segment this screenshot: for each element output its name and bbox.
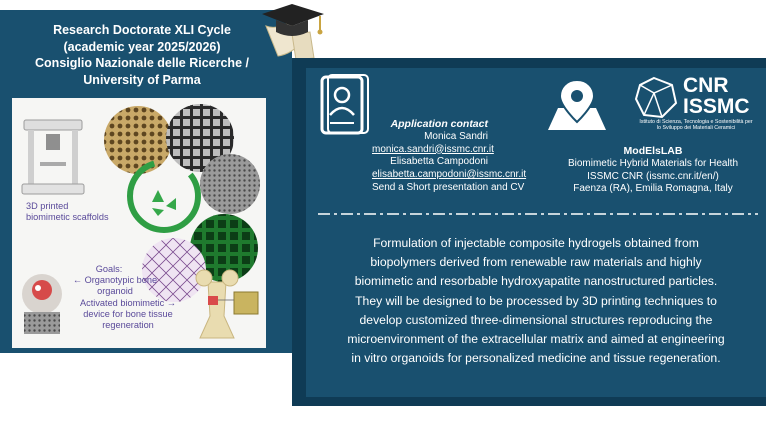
label-line: regeneration [102,320,154,330]
title-line: (academic year 2025/2026) [63,39,221,54]
label-line: Activated biomimetic → [80,298,176,308]
logo-line: ISSMC [683,95,750,118]
title-line: Research Doctorate XLI Cycle [53,23,231,37]
band-left-edge [292,58,306,397]
application-contact: Application contact Monica Sandri monica… [372,118,527,195]
title-line: University of Parma [83,72,201,87]
scaffold-label: 3D printed biomimetic scaffolds [26,201,109,223]
label-line: 3D printed [26,201,69,211]
description-line: biomimetic and resorbable hydroxyapatite… [354,274,718,289]
lab-line: ISSMC CNR (issmc.cnr.it/en/) [587,170,719,182]
label-line: ← Organotypic bone [72,275,158,285]
title-line: Consiglio Nazionale delle Ricerche / [35,56,249,70]
description-line: in vitro organoids for personalized medi… [351,351,721,366]
lab-name: ModElsLAB [623,145,683,157]
graduation-cap-icon [262,4,324,61]
cnr-logo-subtitle: Istituto di Scienza, Tecnologia e Sosten… [639,119,753,132]
right-panel [306,68,766,397]
contact-name: Elisabetta Campodoni [390,156,488,168]
band-top-edge [292,58,766,68]
description-line: Formulation of injectable composite hydr… [373,236,699,250]
contact-name: Monica Sandri [424,130,488,142]
contact-heading: Application contact [390,118,488,130]
description-line: They will be designed to be processed by… [355,293,717,308]
contact-email-link[interactable]: elisabetta.campodoni@issmc.cnr.it [372,169,527,181]
goals-heading: Goals: [95,264,123,274]
lab-info: ModElsLAB Biomimetic Hybrid Materials fo… [548,145,758,196]
programme-title: Research Doctorate XLI Cycle (academic y… [8,22,276,88]
band-bottom-edge [292,397,766,406]
description-line: biopolymers derived from renewable raw m… [370,255,702,270]
label-line: biomimetic scaffolds [26,212,109,222]
left-panel: Research Doctorate XLI Cycle (academic y… [0,10,292,353]
scaffold-figure: 3D printed biomimetic scaffolds Goals: ←… [12,98,266,348]
label-line: organoid [97,286,133,296]
printer-graphic [21,119,85,195]
map-pin-icon [548,78,606,130]
cnr-logo-icon [634,76,678,119]
logo-line: CNR [683,74,729,97]
recycle-icon [127,159,201,233]
contact-note: Send a Short presentation and CV [372,181,525,193]
label-line: device for bone tissue [83,309,173,319]
project-description: Formulation of injectable composite hydr… [320,234,752,368]
description-line: microenvironment of the extracellular ma… [347,332,725,347]
goal-device: Activated biomimetic → device for bone t… [62,298,194,331]
contact-email-link[interactable]: monica.sandri@issmc.cnr.it [372,143,494,155]
scaffold-illustration [21,104,260,339]
lab-line: Faenza (RA), Emilia Romagna, Italy [573,183,733,195]
dashed-divider [318,213,758,215]
lab-line: Biomimetic Hybrid Materials for Health [567,157,739,169]
cnr-logo-text: CNR ISSMC [683,75,750,117]
description-line: develop customized three-dimensional str… [359,312,713,327]
contact-card-icon [320,74,369,135]
goal-organoid: ← Organotypic bone organoid [60,275,170,297]
